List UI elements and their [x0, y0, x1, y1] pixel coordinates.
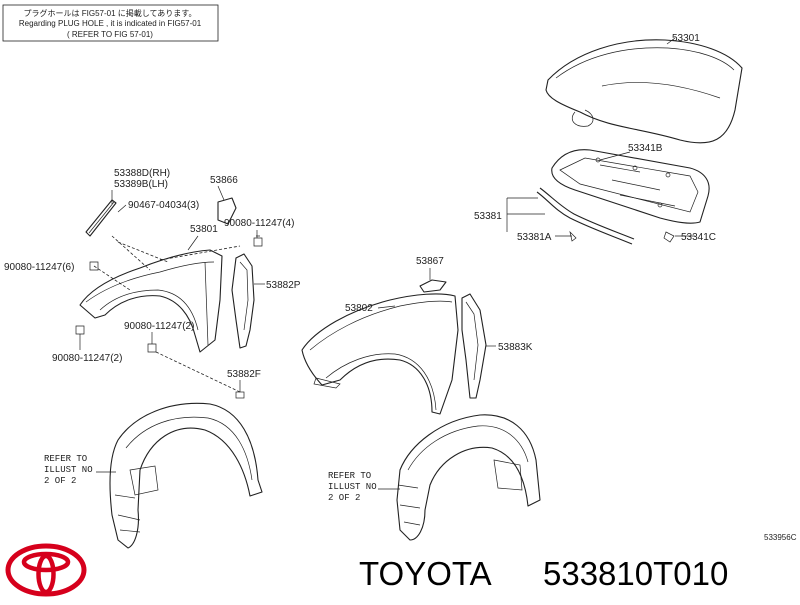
right-fender-liner: [396, 414, 541, 541]
refer-right-line2: ILLUST NO: [328, 482, 377, 492]
figure-code: 533956C: [764, 533, 797, 542]
refer-note-right: REFER TO ILLUST NO 2 OF 2: [328, 471, 400, 503]
callout-53341C: 53341C: [681, 232, 716, 243]
refer-right-line1: REFER TO: [328, 471, 371, 481]
fender-seal-53882P: [231, 253, 255, 349]
hood-panel: [545, 39, 743, 144]
fender-seal-53883K: [461, 293, 487, 399]
clip-53341C: [663, 231, 675, 243]
callout-53882F: 53882F: [227, 369, 261, 380]
hood-insulator: [551, 149, 710, 224]
refer-right-line3: 2 OF 2: [328, 493, 360, 503]
brand-name: TOYOTA: [359, 555, 492, 592]
callout-90467: 90467-04034(3): [128, 200, 199, 211]
callout-53388D: 53388D(RH): [114, 168, 170, 179]
callout-53882P: 53882P: [266, 280, 301, 291]
callout-53381: 53381: [474, 211, 502, 222]
refer-left-line3: 2 OF 2: [44, 476, 76, 486]
note-line-en: Regarding PLUG HOLE , it is indicated in…: [19, 19, 202, 28]
left-fender: [79, 249, 223, 353]
fender-molding: [85, 199, 117, 237]
part-number: 533810T010: [543, 555, 728, 592]
bracket-53866: [217, 197, 237, 225]
callout-53389B: 53389B(LH): [114, 179, 168, 190]
toyota-logo-icon: [5, 543, 87, 597]
bracket-53867: [419, 279, 447, 293]
note-line-jp: プラグホールは FIG57-01 に掲載してあります。: [24, 8, 197, 18]
callout-90080-2b: 90080-11247(2): [124, 321, 194, 332]
callout-90080-4: 90080-11247(4): [224, 218, 294, 229]
plug-hole-note: プラグホールは FIG57-01 に掲載してあります。 Regarding PL…: [2, 4, 219, 42]
refer-note-left: REFER TO ILLUST NO 2 OF 2: [44, 454, 116, 486]
refer-left-line2: ILLUST NO: [44, 465, 93, 475]
callout-53802: 53802: [345, 303, 373, 314]
callout-53301: 53301: [672, 33, 700, 44]
callout-53801: 53801: [190, 224, 218, 235]
bolt-icon: [75, 325, 85, 335]
bolt-icon: [253, 235, 263, 247]
bolt-icon: [89, 261, 99, 271]
callout-53381A: 53381A: [517, 232, 552, 243]
callout-53867: 53867: [416, 256, 444, 267]
bolt-icon: [147, 343, 157, 353]
hood-seal: [536, 187, 635, 245]
pad-53882F: [235, 391, 245, 399]
refer-left-line1: REFER TO: [44, 454, 87, 464]
note-box: [2, 4, 219, 42]
callout-90080-6: 90080-11247(6): [4, 262, 74, 273]
left-fender-liner: [109, 402, 263, 549]
callout-90080-2a: 90080-11247(2): [52, 353, 122, 364]
right-fender: [301, 293, 459, 415]
note-line-ref: ( REFER TO FIG 57-01): [67, 30, 153, 39]
callout-53866: 53866: [210, 175, 238, 186]
callout-53883K: 53883K: [498, 342, 533, 353]
callout-53341B: 53341B: [628, 143, 663, 154]
